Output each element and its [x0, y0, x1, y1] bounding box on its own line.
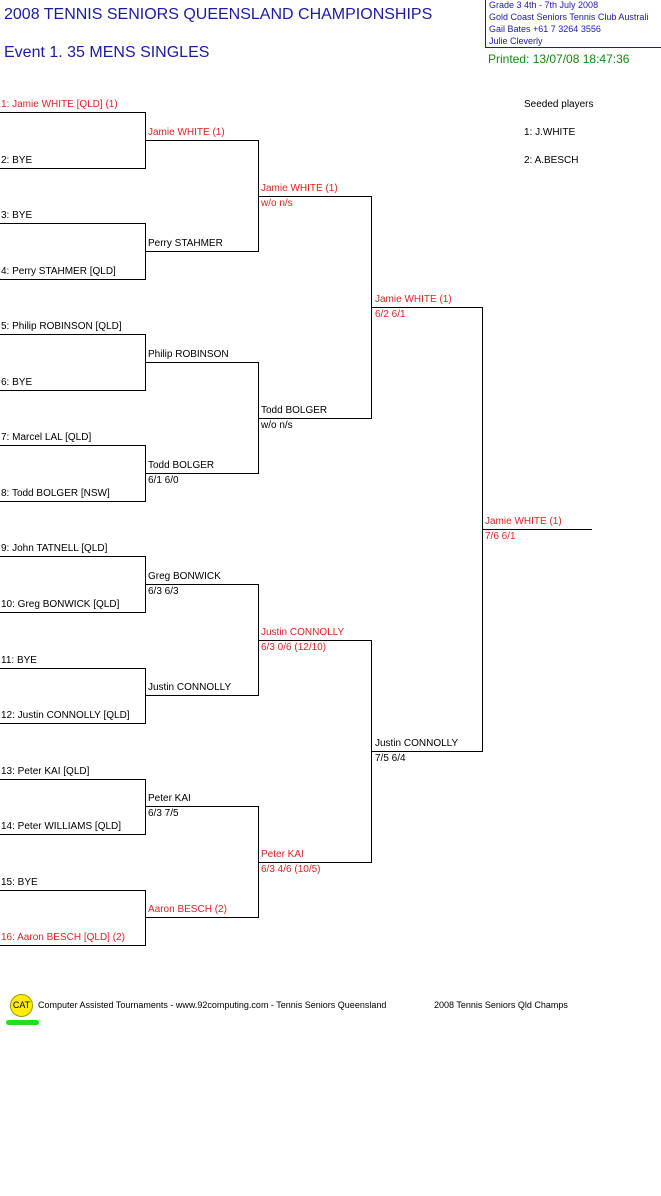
- round2-winner: Aaron BESCH (2): [148, 904, 227, 915]
- draw-entry-16: 16: Aaron BESCH [QLD] (2): [1, 932, 125, 943]
- draw-entry-10: 10: Greg BONWICK [QLD]: [1, 599, 120, 610]
- round2-winner: Jamie WHITE (1): [148, 127, 225, 138]
- draw-entry-1: 1: Jamie WHITE [QLD] (1): [1, 99, 118, 110]
- info-line: Gail Bates +61 7 3264 3556: [489, 24, 601, 34]
- draw-entry-2: 2: BYE: [1, 155, 33, 166]
- cat-logo-icon: CAT: [10, 994, 33, 1017]
- round2-winner: Todd BOLGER: [148, 460, 215, 471]
- info-line: Gold Coast Seniors Tennis Club Australi: [489, 12, 649, 22]
- round3-winner: Justin CONNOLLY: [261, 627, 345, 638]
- round2-score: 6/3 6/3: [148, 586, 179, 597]
- tournament-info-box: Grade 3 4th - 7th July 2008 Gold Coast S…: [485, 0, 661, 48]
- round3-winner: Jamie WHITE (1): [261, 183, 338, 194]
- round3-score: w/o n/s: [261, 420, 293, 431]
- draw-entry-8: 8: Todd BOLGER [NSW]: [1, 488, 110, 499]
- draw-entry-14: 14: Peter WILLIAMS [QLD]: [1, 821, 122, 832]
- round3-score: 6/3 0/6 (12/10): [261, 642, 327, 653]
- round2-winner: Justin CONNOLLY: [148, 682, 232, 693]
- round2-winner: Philip ROBINSON: [148, 349, 229, 360]
- cat-logo-underline: [6, 1020, 39, 1025]
- semifinal-winner: Justin CONNOLLY: [375, 738, 459, 749]
- info-line: Grade 3 4th - 7th July 2008: [489, 0, 599, 10]
- draw-entry-3: 3: BYE: [1, 210, 33, 221]
- event-title: Event 1. 35 MENS SINGLES: [4, 44, 210, 61]
- printed-timestamp: Printed: 13/07/08 18:47:36: [488, 52, 630, 66]
- round3-score: w/o n/s: [261, 198, 293, 209]
- footer-credit: Computer Assisted Tournaments - www.92co…: [38, 1000, 387, 1010]
- champion: Jamie WHITE (1): [485, 516, 562, 527]
- round2-winner: Perry STAHMER: [148, 238, 223, 249]
- draw-entry-6: 6: BYE: [1, 377, 33, 388]
- draw-entry-4: 4: Perry STAHMER [QLD]: [1, 266, 116, 277]
- semifinal-winner: Jamie WHITE (1): [375, 294, 452, 305]
- round3-winner: Peter KAI: [261, 849, 304, 860]
- footer-event-name: 2008 Tennis Seniors Qld Champs: [434, 1000, 568, 1010]
- semifinal-score: 7/5 6/4: [375, 753, 406, 764]
- final-score: 7/6 6/1: [485, 531, 516, 542]
- draw-entry-5: 5: Philip ROBINSON [QLD]: [1, 321, 122, 332]
- draw-entry-7: 7: Marcel LAL [QLD]: [1, 432, 92, 443]
- round2-winner: Peter KAI: [148, 793, 191, 804]
- draw-entry-12: 12: Justin CONNOLLY [QLD]: [1, 710, 130, 721]
- round2-winner: Greg BONWICK: [148, 571, 221, 582]
- draw-entry-9: 9: John TATNELL [QLD]: [1, 543, 108, 554]
- draw-entry-11: 11: BYE: [1, 655, 37, 666]
- round2-score: 6/1 6/0: [148, 475, 179, 486]
- seed-entry: 2: A.BESCH: [524, 155, 579, 166]
- round3-winner: Todd BOLGER: [261, 405, 328, 416]
- round2-score: 6/3 7/5: [148, 808, 179, 819]
- seeded-players-title: Seeded players: [524, 99, 594, 110]
- semifinal-score: 6/2 6/1: [375, 309, 406, 320]
- info-line: Julie Cleverly: [489, 36, 543, 46]
- draw-entry-15: 15: BYE: [1, 877, 38, 888]
- round3-score: 6/3 4/6 (10/5): [261, 864, 321, 875]
- page-title: 2008 TENNIS SENIORS QUEENSLAND CHAMPIONS…: [4, 6, 433, 23]
- seed-entry: 1: J.WHITE: [524, 127, 576, 138]
- draw-entry-13: 13: Peter KAI [QLD]: [1, 766, 90, 777]
